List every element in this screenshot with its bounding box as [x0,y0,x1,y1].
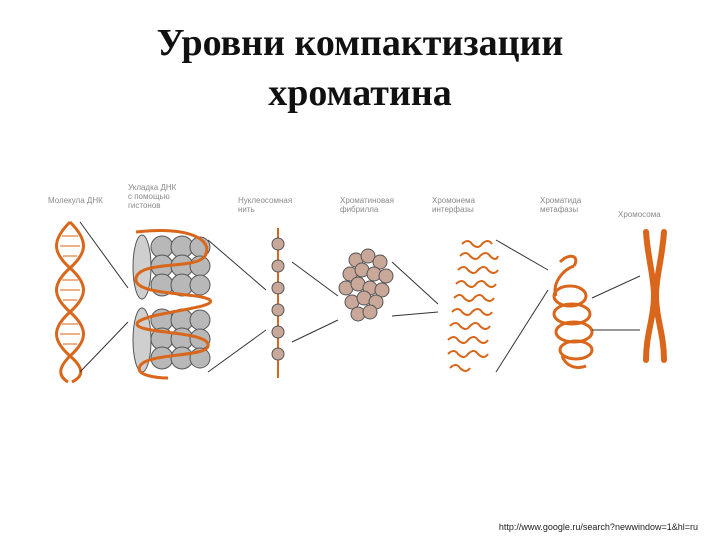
label-interphase-chromonema: Хромонема интерфазы [432,196,475,214]
connector-5-6 [495,239,549,373]
connector-2-3 [207,239,267,373]
chromatin-diagram [55,220,667,384]
label-nucleosome-thread: Нуклеосомная нить [238,196,293,214]
label-dna-molecule: Молекула ДНК [48,196,103,205]
connector-3-4 [291,261,339,343]
connector-4-5 [391,261,439,317]
slide-title: Уровни компактизации хроматина [0,18,720,118]
label-histone-packing: Укладка ДНК с помощью гистонов [128,183,177,210]
source-url: http://www.google.ru/search?newwindow=1&… [498,522,698,532]
label-chromatin-fibril: Хроматиновая фибрилла [340,196,394,214]
chromatin-fibril-illustration [338,248,394,322]
title-line-2: хроматина [268,72,452,114]
nucleosome-thread-illustration [271,228,285,378]
dna-helix-illustration [55,220,85,384]
connector-1-2 [79,221,129,373]
connector-6-7 [591,275,641,331]
title-line-1: Уровни компактизации [156,22,564,64]
label-metaphase-chromatid: Хроматида метафазы [540,196,582,214]
label-chromosome: Хромосома [618,210,661,219]
metaphase-chromatid-illustration [552,254,594,370]
histone-packing-illustration [132,229,212,380]
interphase-chromonema-illustration [447,240,499,372]
chromosome-illustration [643,229,667,363]
